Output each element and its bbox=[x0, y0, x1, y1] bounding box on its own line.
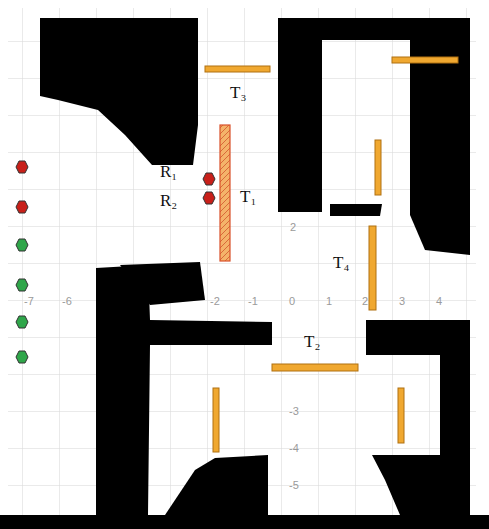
robot-green bbox=[16, 279, 28, 291]
robot-label: R₂ bbox=[160, 192, 177, 209]
target-bar-active bbox=[220, 125, 230, 261]
robot-green bbox=[16, 351, 28, 363]
target-bar bbox=[205, 66, 270, 72]
robot-green bbox=[16, 239, 28, 251]
axis-number: 1 bbox=[326, 296, 332, 307]
obstacle bbox=[278, 18, 322, 212]
obstacle bbox=[440, 355, 470, 515]
obstacle bbox=[330, 204, 382, 216]
axis-number: -5 bbox=[289, 480, 299, 491]
target-bar bbox=[392, 57, 458, 63]
target-label: T₂ bbox=[304, 333, 320, 350]
target-label: T₄ bbox=[333, 254, 349, 271]
robot-red bbox=[16, 201, 28, 213]
obstacle bbox=[372, 455, 440, 515]
robots bbox=[16, 161, 215, 363]
axis-number: -6 bbox=[62, 296, 72, 307]
robot-red bbox=[203, 173, 215, 185]
axis-number: -2 bbox=[210, 296, 220, 307]
grid bbox=[8, 8, 476, 516]
obstacle bbox=[300, 18, 470, 40]
robot-green bbox=[16, 316, 28, 328]
axis-number: 4 bbox=[436, 296, 442, 307]
obstacles bbox=[0, 18, 489, 529]
obstacle bbox=[165, 455, 268, 515]
target-bar bbox=[375, 140, 381, 195]
axis-number: 0 bbox=[289, 296, 295, 307]
axis-number: -4 bbox=[289, 443, 299, 454]
obstacle bbox=[366, 320, 470, 355]
target-bar bbox=[272, 364, 358, 371]
obstacle bbox=[40, 18, 198, 165]
robot-red bbox=[203, 192, 215, 204]
targets bbox=[205, 57, 458, 452]
target-label: T₁ bbox=[240, 188, 256, 205]
axis-number: 2 bbox=[362, 296, 368, 307]
obstacle bbox=[410, 40, 470, 255]
robot-red bbox=[16, 161, 28, 173]
target-label: T₃ bbox=[230, 84, 246, 101]
axis-number: 2 bbox=[290, 222, 296, 233]
border bbox=[0, 515, 489, 529]
obstacle bbox=[96, 265, 272, 515]
target-bar bbox=[398, 388, 404, 443]
axis-number: -7 bbox=[24, 296, 34, 307]
target-bar bbox=[369, 226, 376, 310]
obstacle bbox=[120, 262, 205, 305]
axis-number: -1 bbox=[248, 296, 258, 307]
robot-label: R₁ bbox=[160, 163, 177, 180]
target-bar bbox=[213, 388, 219, 452]
axis-number: 3 bbox=[399, 296, 405, 307]
axis-number: -3 bbox=[289, 406, 299, 417]
